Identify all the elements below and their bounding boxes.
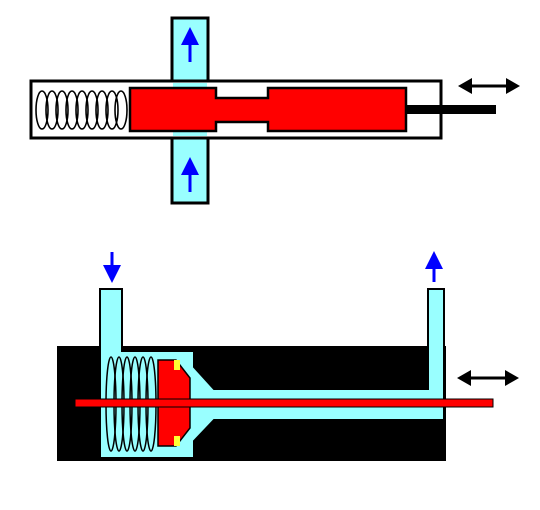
spool-piston [128,86,408,133]
seal-top [174,360,180,370]
seal-bottom [174,436,180,446]
double-arrow-icon [458,78,520,94]
spool-valve-diagram [29,16,520,205]
spring [35,90,128,130]
poppet-rod [74,398,494,408]
poppet-valve-diagram [57,251,519,461]
piston-rod [406,105,496,114]
double-arrow-icon [457,370,519,386]
